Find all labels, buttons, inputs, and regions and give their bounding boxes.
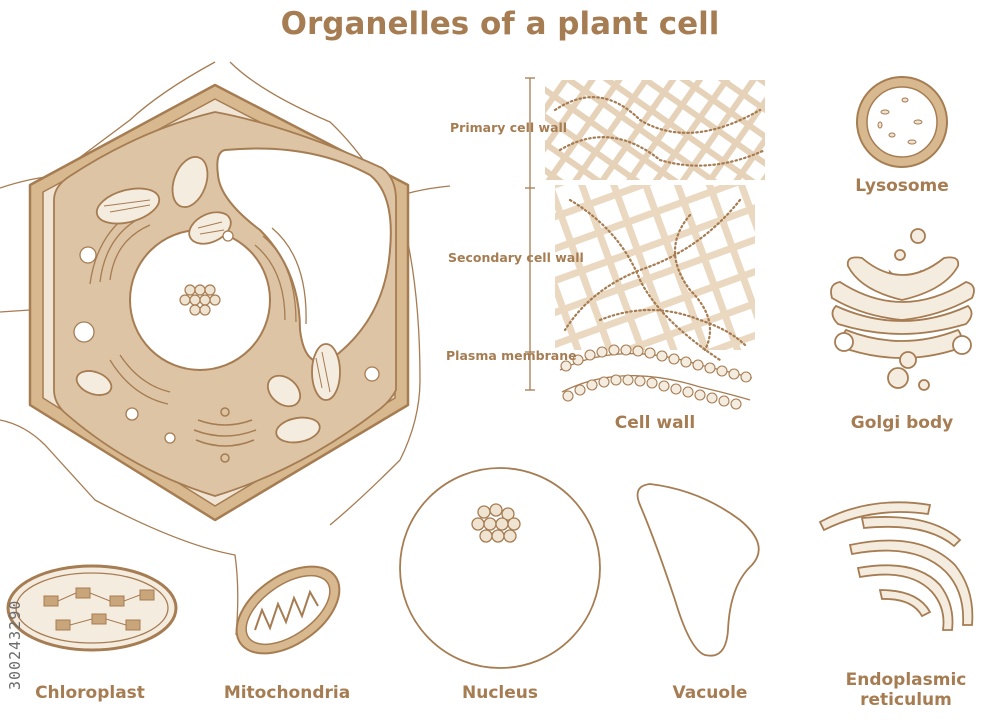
mitochondria-label: Mitochondria — [223, 683, 351, 703]
nucleus-drawing — [399, 467, 601, 669]
vacuole-drawing — [636, 483, 760, 657]
cell-vesicles — [73, 230, 380, 444]
membrane-heads — [560, 344, 752, 410]
stock-id: 300243290 — [6, 599, 24, 690]
golgi-body-label: Golgi body — [850, 413, 954, 433]
chloroplast-drawing — [6, 564, 178, 652]
cell-mitochondria — [75, 156, 321, 444]
plasma-membrane — [559, 352, 753, 401]
cell-golgi — [193, 407, 257, 463]
vacuole-label: Vacuole — [672, 683, 748, 703]
secondary-cell-wall-label: Secondary cell wall — [448, 250, 584, 265]
primary-wall-mesh — [545, 80, 765, 180]
plant-cell — [28, 83, 410, 522]
lysosome-label: Lysosome — [855, 176, 949, 196]
cell-wall-label: Cell wall — [614, 413, 696, 433]
primary-cell-wall-label: Primary cell wall — [450, 120, 568, 135]
er-drawing — [818, 501, 974, 631]
cellulose-fibers — [553, 96, 767, 362]
cell-nucleolus — [179, 284, 221, 316]
endoplasmic-reticulum-label: Endoplasmic reticulum — [845, 670, 967, 711]
lysosome-drawing — [856, 76, 948, 168]
nucleus-label: Nucleus — [462, 683, 538, 703]
mitochondria-drawing — [235, 565, 341, 655]
cell-wall-detail — [525, 77, 767, 410]
page-title: Organelles of a plant cell — [280, 6, 720, 42]
chloroplast-label: Chloroplast — [35, 683, 145, 703]
golgi-drawing — [830, 228, 975, 391]
plasma-membrane-label: Plasma membrane — [446, 348, 577, 363]
